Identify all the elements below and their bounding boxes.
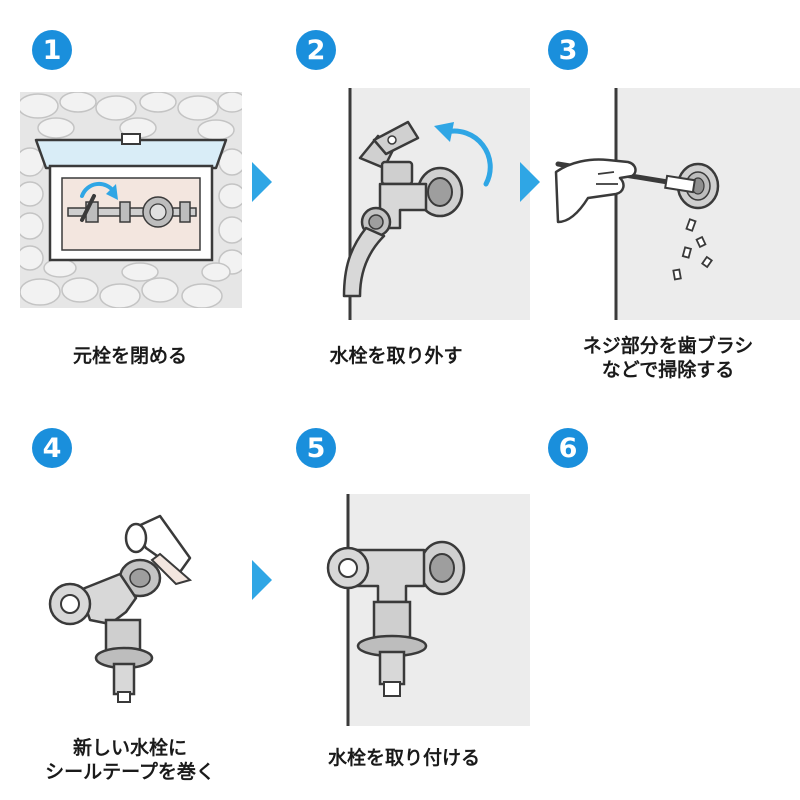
step-3-number: 3 xyxy=(548,30,588,70)
step-1-number: 1 xyxy=(32,30,72,70)
arrow-right-icon xyxy=(252,162,272,202)
faucet-installation-illustration xyxy=(318,494,530,726)
arrow-right-icon xyxy=(252,560,272,600)
step-2-number: 2 xyxy=(296,30,336,70)
step-5-caption: 水栓を取り付ける xyxy=(327,747,480,769)
step-1-caption: 元栓を閉める xyxy=(72,345,187,367)
step-3-caption: ネジ部分を歯ブラシ などで掃除する xyxy=(582,335,754,381)
arrow-right-icon xyxy=(520,162,540,202)
step-4-number: 4 xyxy=(32,428,72,468)
faucet-removal-illustration xyxy=(330,88,530,320)
step-2-caption: 水栓を取り外す xyxy=(329,345,463,367)
shutoff-valve-illustration xyxy=(20,92,242,308)
step-6-number: 6 xyxy=(548,428,588,468)
toothbrush-cleaning-illustration xyxy=(548,88,800,320)
step-5-number: 5 xyxy=(296,428,336,468)
seal-tape-illustration xyxy=(40,508,240,718)
step-4-caption: 新しい水栓に シールテープを巻く xyxy=(45,737,215,783)
